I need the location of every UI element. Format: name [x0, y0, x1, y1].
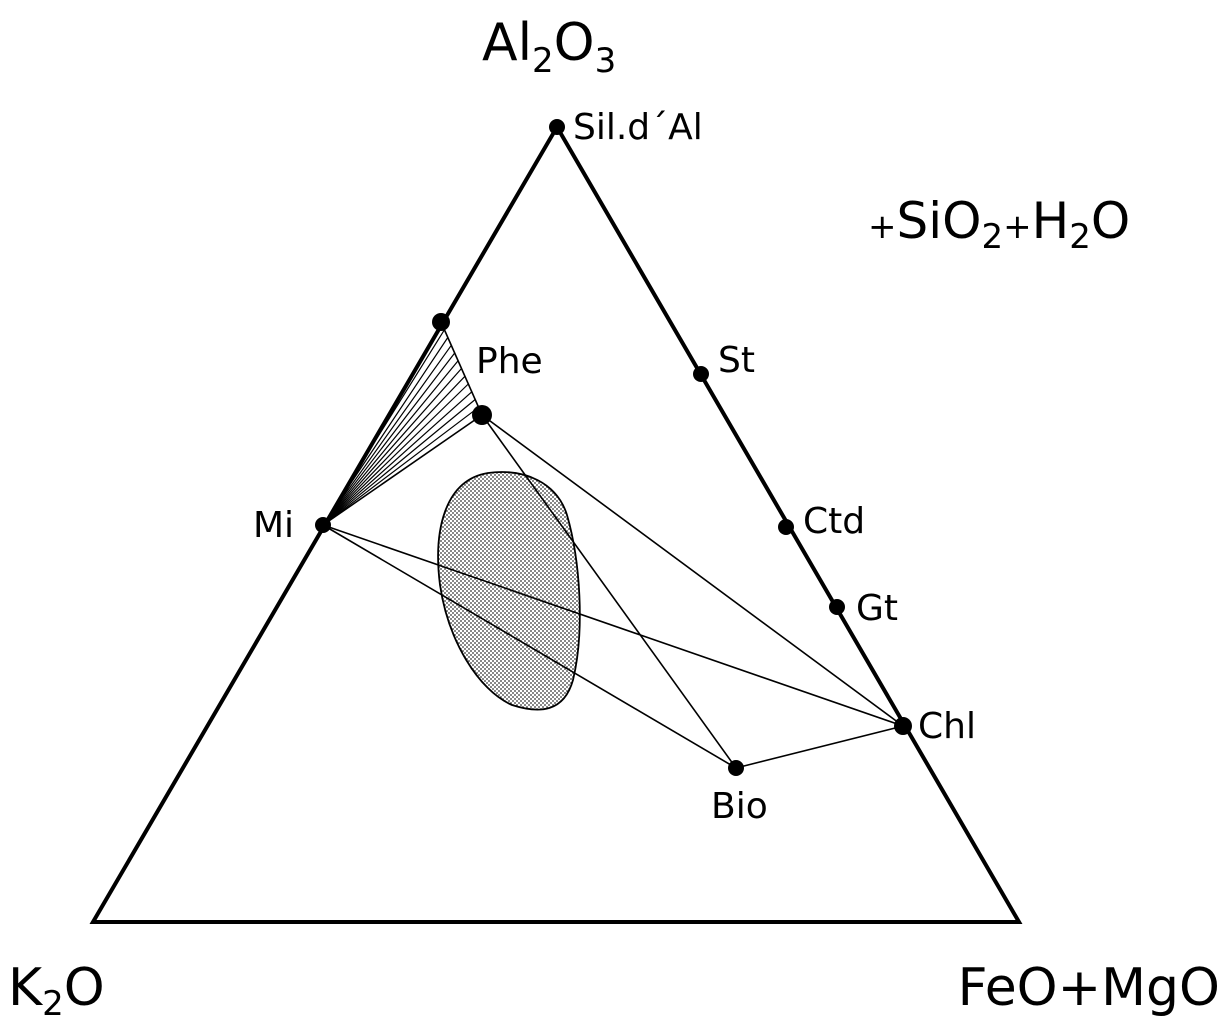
point-muscovite: [432, 313, 450, 331]
phase-label-bio: Bio: [711, 786, 768, 827]
point-ctd: [778, 519, 794, 535]
fan-hatch-line: [322, 344, 452, 526]
vertex-label-feo-mgo: FeO+MgO: [958, 958, 1220, 1018]
point-chl: [894, 717, 912, 735]
fan-hatch-line: [322, 375, 466, 526]
phase-label-phe: Phe: [476, 341, 543, 382]
point-bio: [728, 760, 744, 776]
fan-hatch-line: [322, 368, 462, 526]
fan-hatch-line: [322, 399, 476, 526]
fan-hatch-line: [322, 383, 469, 526]
phase-label-gt: Gt: [856, 588, 898, 629]
phase-label-st: St: [718, 340, 755, 381]
phase-label-sil: Sil.d´Al: [573, 107, 703, 148]
tie-line-mi-chl: [322, 524, 904, 727]
vertex-label-k2o: K2O: [8, 958, 105, 1019]
vertex-label-al2o3: Al2O3: [482, 13, 616, 81]
point-gt: [829, 599, 845, 615]
system-annotation: +SiO2+H2O: [868, 192, 1130, 257]
point-st: [693, 366, 709, 382]
tie-line-phe-chl: [481, 414, 904, 727]
point-sil: [549, 119, 565, 135]
fan-hatch-line: [322, 352, 456, 526]
fan-hatch-line: [322, 337, 449, 526]
point-mi: [315, 517, 331, 533]
fan-hatch-line: [322, 329, 445, 526]
point-phe: [472, 405, 492, 425]
hatched-fan: [322, 329, 479, 526]
composition-field: [437, 471, 581, 711]
fan-hatch-line: [322, 391, 473, 526]
tie-line-mi-phe: [322, 414, 483, 526]
phase-label-chl: Chl: [918, 706, 976, 747]
phase-label-mi: Mi: [253, 505, 294, 546]
tie-line-muscovite-phe: [440, 321, 483, 416]
tie-line-mi-bio: [322, 524, 737, 769]
tie-line-phe-bio: [481, 414, 737, 769]
tie-line-bio-chl: [735, 725, 904, 769]
fan-hatch-line: [322, 406, 479, 526]
phase-label-ctd: Ctd: [803, 501, 865, 542]
fan-hatch-line: [322, 360, 459, 526]
